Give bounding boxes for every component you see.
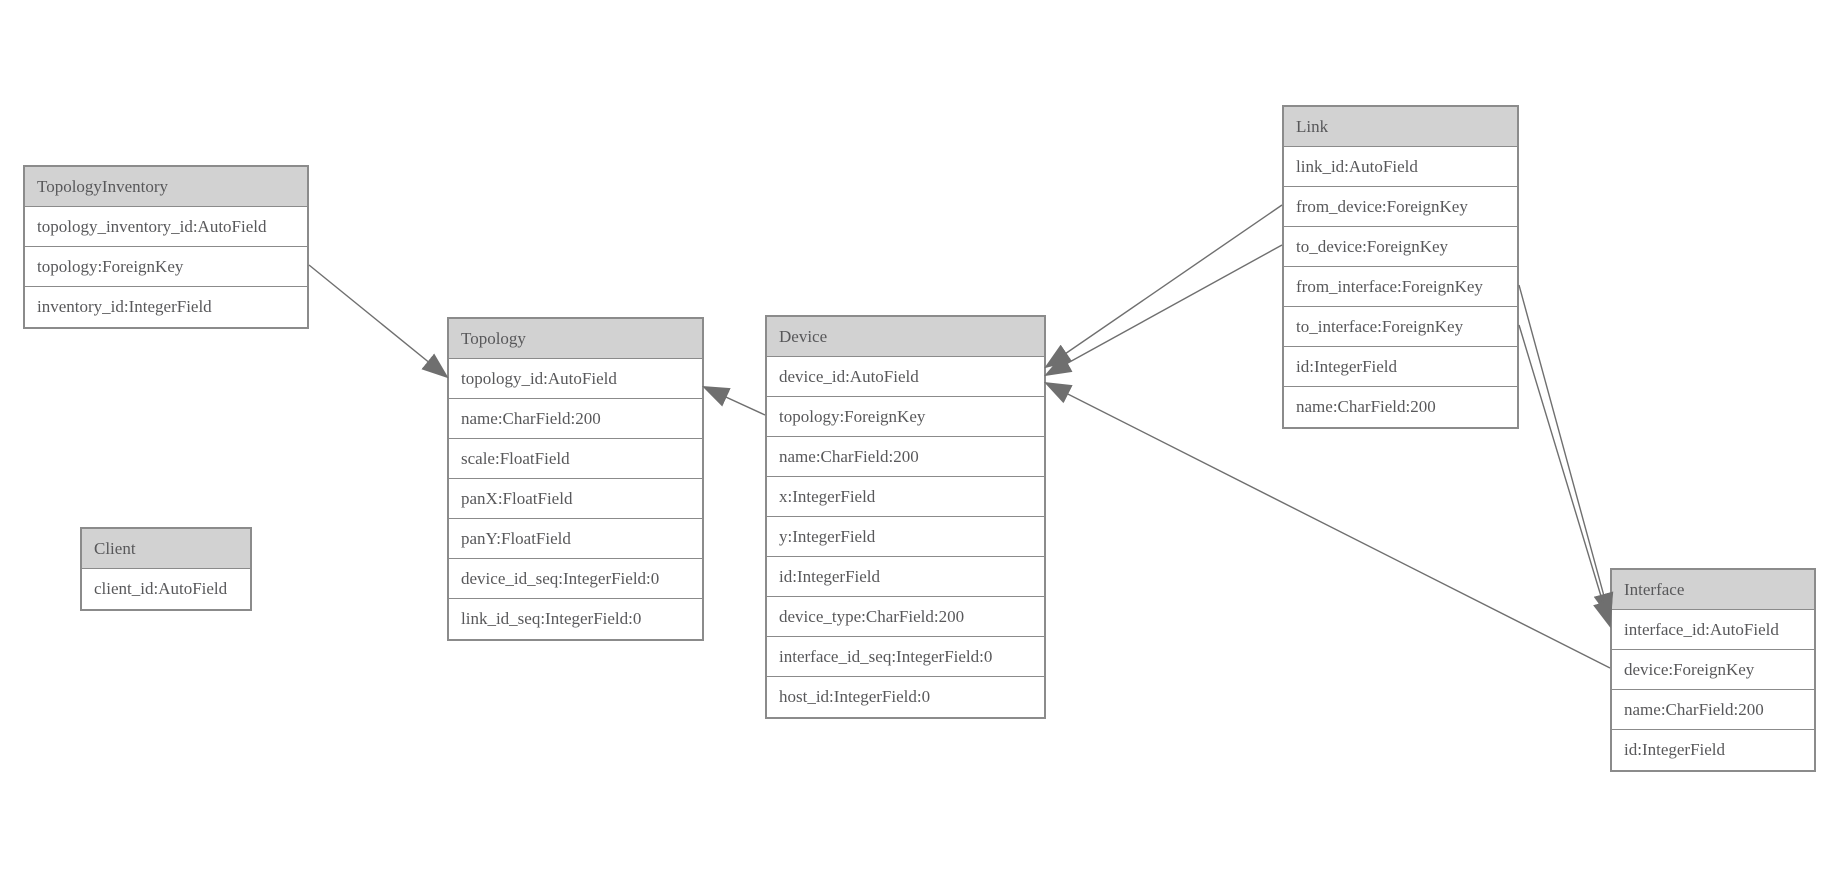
- entity-title: Topology: [449, 319, 702, 359]
- entity-field-row: topology:ForeignKey: [25, 247, 307, 287]
- relation-line-device-to-topology: [701, 386, 766, 416]
- entity-field-row: topology:ForeignKey: [767, 397, 1044, 437]
- entity-field-row: device_id:AutoField: [767, 357, 1044, 397]
- entity-field-row: id:IntegerField: [1284, 347, 1517, 387]
- entity-field-row: client_id:AutoField: [82, 569, 250, 609]
- entity-field-row: name:CharField:200: [1284, 387, 1517, 427]
- entity-field-row: inventory_id:IntegerField: [25, 287, 307, 327]
- entity-field-row: to_device:ForeignKey: [1284, 227, 1517, 267]
- entity-field-row: device_type:CharField:200: [767, 597, 1044, 637]
- entity-field-row: device:ForeignKey: [1612, 650, 1814, 690]
- entity-field-row: device_id_seq:IntegerField:0: [449, 559, 702, 599]
- entity-field-row: id:IntegerField: [767, 557, 1044, 597]
- relation-line-link-to-device: [1044, 244, 1283, 377]
- relation-line-link-to-interface: [1518, 284, 1614, 621]
- entity-title: Client: [82, 529, 250, 569]
- entity-field-row: y:IntegerField: [767, 517, 1044, 557]
- entity-field-row: scale:FloatField: [449, 439, 702, 479]
- relation-line-link-to-interface: [1518, 324, 1613, 629]
- entity-field-row: panX:FloatField: [449, 479, 702, 519]
- relation-line-topologyinventory-to-topology: [308, 264, 449, 379]
- entity-field-row: link_id:AutoField: [1284, 147, 1517, 187]
- entity-field-row: topology_id:AutoField: [449, 359, 702, 399]
- entity-field-row: host_id:IntegerField:0: [767, 677, 1044, 717]
- entity-field-row: name:CharField:200: [449, 399, 702, 439]
- entity-field-row: link_id_seq:IntegerField:0: [449, 599, 702, 639]
- relation-line-link-to-device: [1044, 204, 1283, 369]
- entity-field-row: to_interface:ForeignKey: [1284, 307, 1517, 347]
- entity-field-row: panY:FloatField: [449, 519, 702, 559]
- entity-title: Interface: [1612, 570, 1814, 610]
- entity-field-row: name:CharField:200: [1612, 690, 1814, 730]
- entity-title: Device: [767, 317, 1044, 357]
- entity-field-row: topology_inventory_id:AutoField: [25, 207, 307, 247]
- entity-field-row: from_interface:ForeignKey: [1284, 267, 1517, 307]
- entity-field-row: id:IntegerField: [1612, 730, 1814, 770]
- entity-field-row: name:CharField:200: [767, 437, 1044, 477]
- entity-field-row: x:IntegerField: [767, 477, 1044, 517]
- entity-field-row: from_device:ForeignKey: [1284, 187, 1517, 227]
- entity-title: TopologyInventory: [25, 167, 307, 207]
- entity-title: Link: [1284, 107, 1517, 147]
- entity-field-row: interface_id:AutoField: [1612, 610, 1814, 650]
- entity-field-row: interface_id_seq:IntegerField:0: [767, 637, 1044, 677]
